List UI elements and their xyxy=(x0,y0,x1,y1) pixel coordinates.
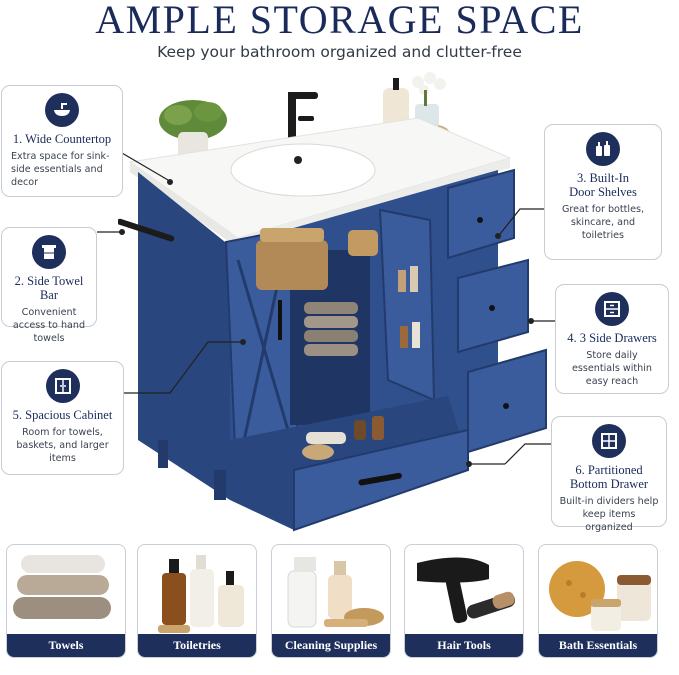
feature-title-line1: 6. Partitioned xyxy=(575,463,643,477)
category-label: Towels xyxy=(7,634,125,657)
feature-desc: Built-in dividers help keep items organi… xyxy=(559,496,659,533)
page-subtitle: Keep your bathroom organized and clutter… xyxy=(157,43,522,61)
feature-desc: Store daily essentials within easy reach xyxy=(571,350,652,387)
feature-title: 5. Spacious Cabinet xyxy=(12,408,113,422)
category-cleaning-supplies: Cleaning Supplies xyxy=(271,544,391,658)
feature-title: 1. Wide Countertop xyxy=(12,132,112,146)
drawers-icon xyxy=(595,292,629,326)
page-title: AMPLE STORAGE SPACE xyxy=(95,0,584,42)
category-hair-tools: Hair Tools xyxy=(404,544,524,658)
category-toiletries: Toiletries xyxy=(137,544,257,658)
feature-title-line1: 3. Built-In xyxy=(576,171,630,185)
feature-side-towel-bar: 2. Side Towel Bar Convenient access to h… xyxy=(1,227,97,344)
cleaning-supplies-image xyxy=(287,557,384,628)
feature-built-in-door-shelves: 3. Built-In Door Shelves Great for bottl… xyxy=(544,124,662,260)
vanity-illustration xyxy=(118,72,547,532)
feature-desc: Convenient access to hand towels xyxy=(12,307,86,344)
category-label: Bath Essentials xyxy=(539,634,657,657)
towels-image xyxy=(13,555,111,619)
feature-desc: Room for towels, baskets, and larger ite… xyxy=(16,427,109,464)
bottles-icon xyxy=(586,132,620,166)
feature-title-line2: Door Shelves xyxy=(569,185,637,199)
feature-3-side-drawers: 4. 3 Side Drawers Store daily essentials… xyxy=(555,284,669,394)
interior-items xyxy=(256,228,378,425)
towel-icon xyxy=(32,235,66,269)
feature-desc: Extra space for sink-side essentials and… xyxy=(11,151,110,188)
bottom-drawer xyxy=(230,396,469,532)
grid-icon xyxy=(592,424,626,458)
category-towels: Towels xyxy=(6,544,126,658)
feature-wide-countertop: 1. Wide Countertop Extra space for sink-… xyxy=(1,85,123,197)
countertop xyxy=(128,117,512,248)
feature-partitioned-bottom-drawer: 6. Partitioned Bottom Drawer Built-in di… xyxy=(551,416,667,533)
feature-spacious-cabinet: 5. Spacious Cabinet Room for towels, bas… xyxy=(1,361,124,475)
category-label: Toiletries xyxy=(138,634,256,657)
category-bath-essentials: Bath Essentials xyxy=(538,544,658,658)
feature-title-line2: Bottom Drawer xyxy=(569,477,649,491)
feature-title: 2. Side Towel Bar xyxy=(14,274,84,302)
toiletries-image xyxy=(158,555,244,633)
sink-icon xyxy=(45,93,79,127)
feature-title: 4. 3 Side Drawers xyxy=(567,331,657,345)
category-label: Hair Tools xyxy=(405,634,523,657)
bath-essentials-image xyxy=(549,561,651,631)
hair-tools-image xyxy=(417,557,516,624)
feature-desc: Great for bottles, skincare, and toiletr… xyxy=(561,204,645,241)
towel-bar xyxy=(118,218,175,242)
category-label: Cleaning Supplies xyxy=(272,634,390,657)
cabinet-icon xyxy=(45,369,80,403)
